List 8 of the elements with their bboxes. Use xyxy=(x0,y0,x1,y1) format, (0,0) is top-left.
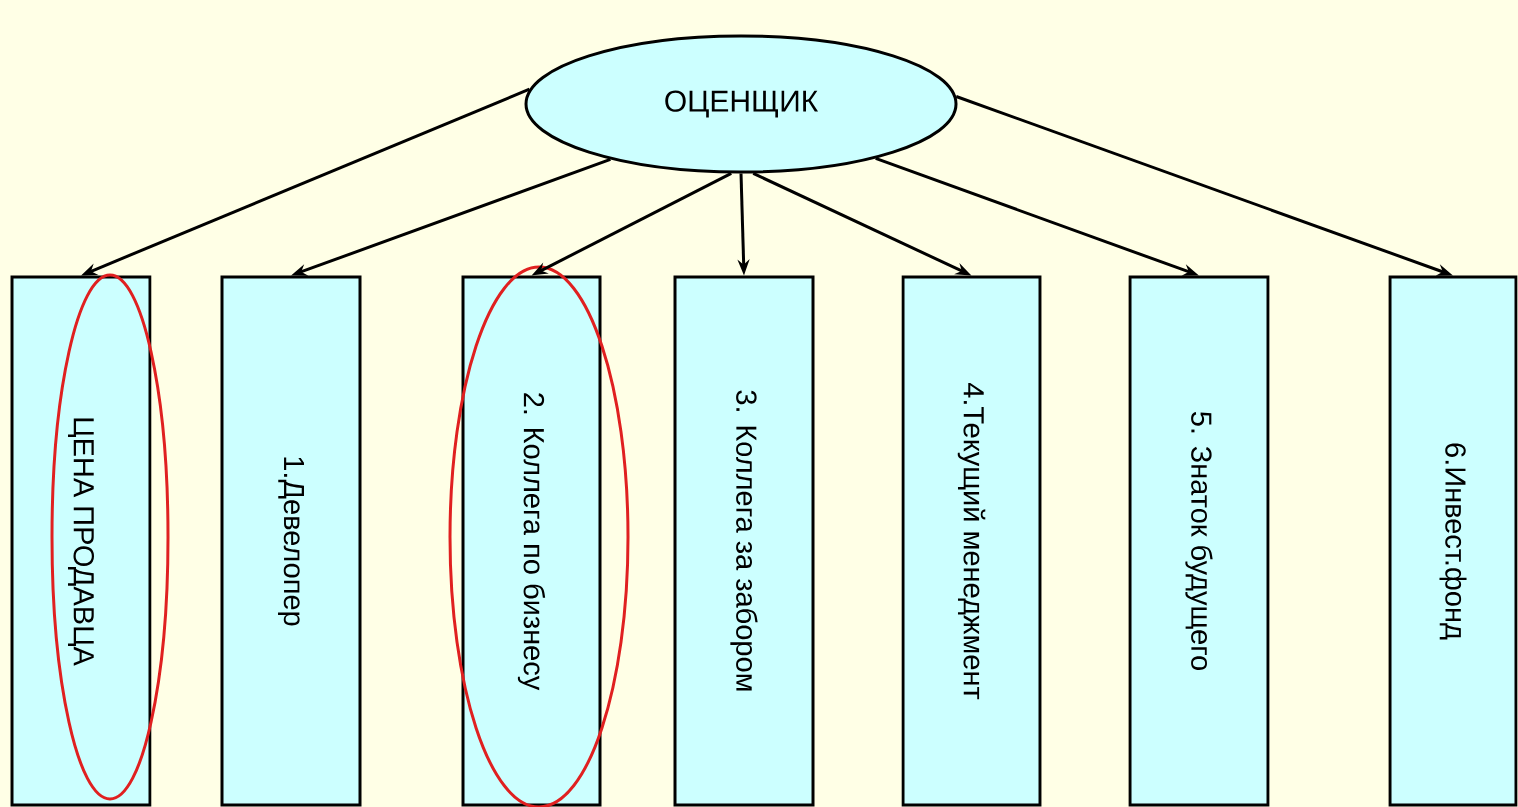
rotated-box: ЦЕНА ПРОДАВЦА xyxy=(10,275,152,807)
rotated-box: 2. Коллега по бизнесу xyxy=(461,275,602,807)
rotated-box: 1.Девелопер xyxy=(220,275,362,807)
rotated-box: 5. Знаток будущего xyxy=(1128,275,1270,807)
rotated-box: 4.Текущий менеджмент xyxy=(901,275,1042,807)
rotated-box: 6.Инвест.фонд xyxy=(1388,275,1518,807)
rotated-box: 3. Коллега за забором xyxy=(673,275,815,807)
ellipse-node: ОЦЕНЩИК xyxy=(524,34,958,174)
